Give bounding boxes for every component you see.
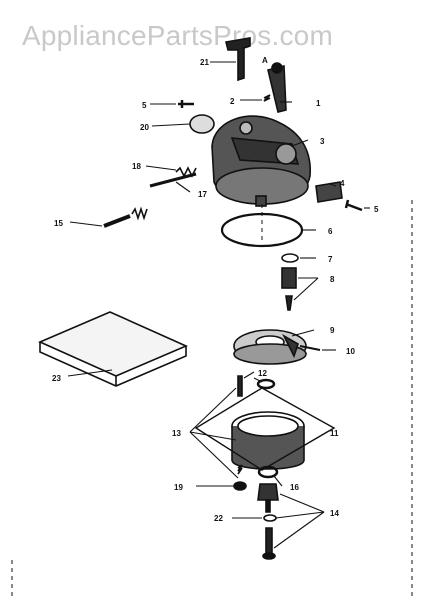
callout-9: 9 [330,326,335,335]
part-20-plate [189,114,215,134]
part-13-bracket [194,387,336,471]
part-1-screw [267,62,287,113]
part-16-washer [257,465,279,479]
part-21-link [225,37,251,82]
part-10-pin [299,345,321,351]
callout-21: 21 [200,58,209,67]
callout-4: 4 [340,179,345,188]
callout-20: 20 [140,123,149,132]
callout-17: 17 [198,190,207,199]
callout-5a: 5 [142,101,147,110]
part-17-screw [149,172,197,188]
callout-18: 18 [132,162,141,171]
part-14-bolt [265,527,273,557]
part-11-float-bowl [231,411,305,470]
part-15-screw [103,206,148,228]
callout-7: 7 [328,255,333,264]
callout-15: 15 [54,219,63,228]
part-12-screw [237,375,243,397]
callout-A: A [262,56,268,65]
part-12-washer [256,378,276,390]
axis-lines [11,200,413,600]
part-8-needle-seat [281,267,297,311]
part-5-screw-right [344,199,363,212]
callout-14: 14 [330,509,339,518]
part-14-drain-screw [257,483,279,513]
part-22-washer [263,514,277,522]
callout-23: 23 [52,374,61,383]
part-2-spring [263,94,271,102]
leader-lines [67,61,370,549]
part-23-pad [38,311,188,387]
part-14-bolt-head [262,552,276,560]
callout-1: 1 [316,99,321,108]
part-4-plate [315,181,343,203]
part-9-float [233,329,307,365]
callout-8: 8 [330,275,335,284]
callout-19: 19 [174,483,183,492]
callout-11: 11 [330,429,339,438]
callout-6: 6 [328,227,333,236]
part-19-nut [233,481,247,491]
callout-2: 2 [230,97,235,106]
part-19-spring [237,464,243,475]
callout-16: 16 [290,483,299,492]
callout-22: 22 [214,514,223,523]
callout-3: 3 [320,137,325,146]
callout-10: 10 [346,347,355,356]
part-3-carburetor-body [211,115,311,207]
callout-12: 12 [258,369,267,378]
callout-13: 13 [172,429,181,438]
part-7-oring [281,253,299,263]
part-5-screw [178,100,194,108]
watermark: AppliancePartsPros.com [22,20,333,51]
callout-5b: 5 [374,205,379,214]
